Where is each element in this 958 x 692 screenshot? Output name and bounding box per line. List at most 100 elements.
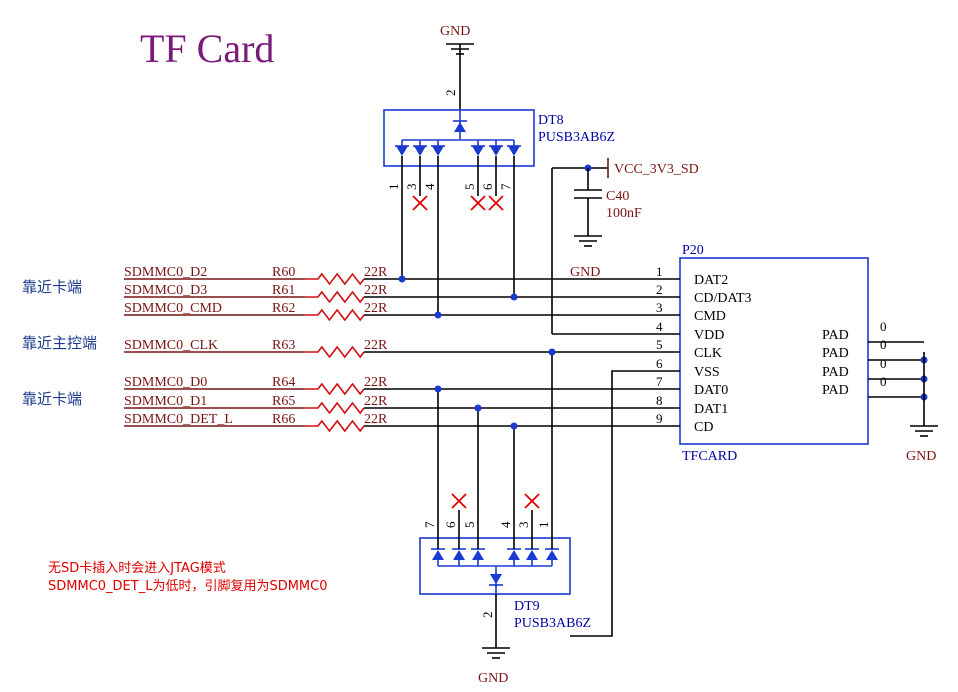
dt8-pin-7: 7 — [498, 183, 513, 190]
resistor-r62 — [305, 308, 365, 322]
dt9-pin-3: 3 — [516, 522, 531, 529]
dt8-pin-6: 6 — [480, 183, 495, 190]
gnd-symbol-top: GND 2 — [440, 24, 474, 110]
dt8-gnd-pin: 2 — [443, 90, 458, 97]
resistor-value-r62: 22R — [364, 301, 388, 316]
gnd-label-top: GND — [440, 24, 470, 39]
net-label-sdmmc0-det-l: SDMMC0_DET_L — [124, 412, 233, 427]
dt9-diode-5 — [526, 550, 538, 560]
dt8-diode-1 — [396, 146, 408, 156]
connector-pin-name-3: CMD — [694, 309, 726, 324]
gnd-label-right: GND — [906, 449, 936, 464]
gnd-label-cap: GND — [570, 265, 600, 280]
dt9-body — [419, 537, 571, 595]
connector-pin-num-2: 2 — [656, 282, 663, 297]
connector-ref: P20 — [682, 243, 704, 258]
connector-pins: 1DAT22CD/DAT33CMD4VDD5CLK6VSS7DAT08DAT19… — [656, 264, 752, 435]
host-side-label: 靠近主控端 — [22, 334, 97, 352]
schematic-title: TF Card — [140, 26, 274, 71]
dt8-pin-3: 3 — [404, 184, 419, 191]
gnd-symbol-right: GND — [906, 352, 938, 464]
note-line-2: SDMMC0_DET_L为低时，引脚复用为SDMMC0 — [48, 578, 328, 594]
resistor-r63 — [305, 345, 365, 359]
connector-pin-name-1: DAT2 — [694, 273, 728, 288]
connector-pin-name-4: VDD — [694, 328, 724, 343]
pad-label-4: PAD — [822, 383, 849, 398]
resistor-r65 — [305, 401, 365, 415]
dt9-pin-6: 6 — [443, 521, 458, 528]
pad-num-2: 0 — [880, 337, 887, 352]
connector-pin-name-8: DAT1 — [694, 402, 728, 417]
vcc-label: VCC_3V3_SD — [614, 162, 699, 177]
connector-pin-name-6: VSS — [694, 365, 720, 380]
dt9-pin-4: 4 — [498, 521, 513, 528]
connector-pin-num-1: 1 — [656, 264, 663, 279]
resistor-r60 — [305, 272, 365, 286]
dt8-pin-5: 5 — [462, 184, 477, 191]
resistor-r64 — [305, 382, 365, 396]
dt8-diode-6 — [508, 146, 520, 156]
connector-part: TFCARD — [682, 449, 737, 464]
dt8-diode-5 — [490, 146, 502, 156]
net-label-sdmmc0-d2: SDMMC0_D2 — [124, 265, 207, 280]
dt9-gnd-pin: 2 — [480, 612, 495, 619]
dt8-diode-4 — [472, 146, 484, 156]
resistor-ref-r60: R60 — [272, 265, 295, 280]
dt8-part: PUSB3AB6Z — [538, 130, 615, 145]
note-line-1: 无SD卡插入时会进入JTAG模式 — [48, 561, 226, 576]
connector-pin-name-9: CD — [694, 420, 713, 435]
resistor-value-r66: 22R — [364, 412, 388, 427]
net-label-sdmmc0-cmd: SDMMC0_CMD — [124, 301, 222, 316]
connector-pin-num-7: 7 — [656, 374, 663, 389]
dt9-diode-3 — [472, 550, 484, 560]
connector-pin-name-5: CLK — [694, 346, 722, 361]
signal-rows: SDMMC0_D2 R60 22R SDMMC0_D3 R61 22R SDMMC0_CMD… — [124, 265, 388, 433]
connector-pin-num-6: 6 — [656, 356, 663, 371]
dt9-pin-5: 5 — [462, 522, 477, 529]
dt8-ref: DT8 — [538, 113, 564, 128]
resistor-ref-r66: R66 — [272, 412, 295, 427]
net-label-sdmmc0-d1: SDMMC0_D1 — [124, 394, 207, 409]
dt9-pin-7: 7 — [422, 521, 437, 528]
pad-num-1: 0 — [880, 319, 887, 334]
resistor-ref-r65: R65 — [272, 394, 295, 409]
vcc-cap-group: VCC_3V3_SD C40 100nF GND — [551, 158, 699, 334]
dt9-part: PUSB3AB6Z — [514, 616, 591, 631]
dt9-diode-2 — [453, 550, 465, 560]
net-label-sdmmc0-clk: SDMMC0_CLK — [124, 338, 218, 353]
net-label-sdmmc0-d3: SDMMC0_D3 — [124, 283, 207, 298]
c40-ref: C40 — [606, 189, 629, 204]
dt8-pin-4: 4 — [422, 183, 437, 190]
dt8-diode-3 — [432, 146, 444, 156]
resistor-value-r64: 22R — [364, 375, 388, 390]
c40-value: 100nF — [606, 206, 642, 221]
connector-pin-name-7: DAT0 — [694, 383, 728, 398]
resistor-ref-r63: R63 — [272, 338, 295, 353]
pad-num-3: 0 — [880, 356, 887, 371]
pad-label-1: PAD — [822, 328, 849, 343]
resistor-r66 — [305, 419, 365, 433]
dt9-pin-1: 1 — [536, 522, 551, 529]
connector-pin-name-2: CD/DAT3 — [694, 291, 752, 306]
resistor-value-r63: 22R — [364, 338, 388, 353]
dt8-body — [383, 109, 535, 167]
connector-pin-num-3: 3 — [656, 300, 663, 315]
dt9-diode-6 — [546, 550, 558, 560]
pad-label-2: PAD — [822, 346, 849, 361]
dt8-diode-2 — [414, 146, 426, 156]
pad-label-3: PAD — [822, 365, 849, 380]
card-side-label-top: 靠近卡端 — [22, 278, 82, 296]
resistor-ref-r61: R61 — [272, 283, 295, 298]
dt9-diode-1 — [432, 550, 444, 560]
connector-pin-num-8: 8 — [656, 393, 663, 408]
connector-pin-num-5: 5 — [656, 337, 663, 352]
net-label-sdmmc0-d0: SDMMC0_D0 — [124, 375, 207, 390]
card-side-label-bottom: 靠近卡端 — [22, 390, 82, 408]
resistor-value-r65: 22R — [364, 394, 388, 409]
connector-pin-num-4: 4 — [656, 319, 663, 334]
